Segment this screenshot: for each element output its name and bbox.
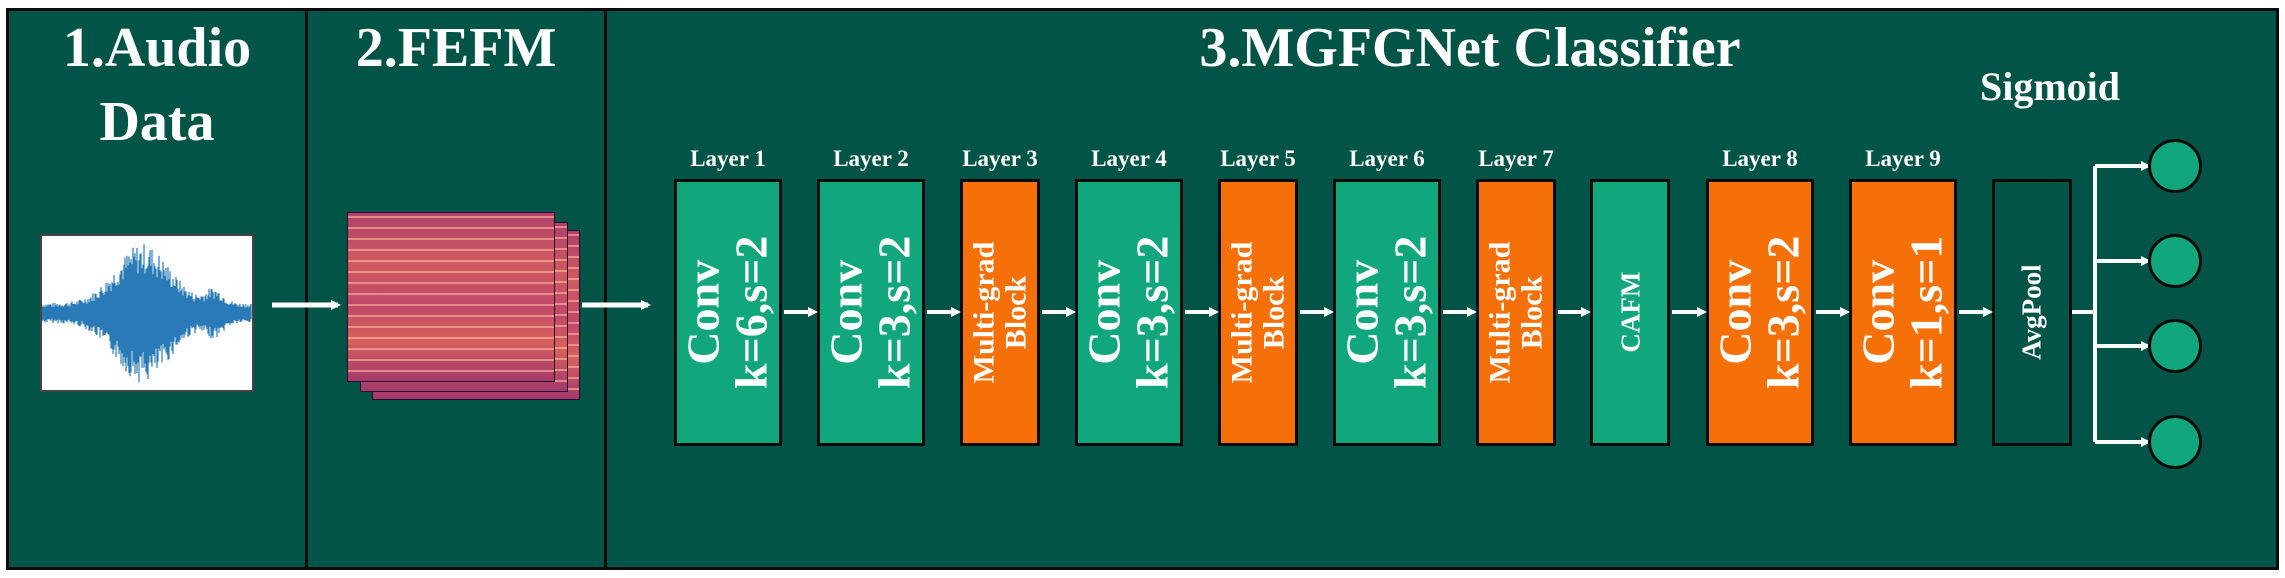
waveform-path (42, 244, 252, 383)
audio-title-line2: Data (99, 91, 215, 153)
classifier-title: 3.MGFGNet Classifier (1199, 17, 1741, 79)
layer-label-2: Layer 2 (833, 146, 909, 171)
audio-waveform-image (40, 234, 254, 392)
fefm-title: 2.FEFM (355, 17, 557, 79)
layer-label-6: Layer 6 (1349, 146, 1425, 171)
layer-label-9: Layer 8 (1722, 146, 1798, 171)
layer-label-1: Layer 1 (690, 146, 766, 171)
layer-label-10: Layer 9 (1865, 146, 1941, 171)
layer-block-11: AvgPool (1992, 179, 2072, 446)
spectrogram-layer-front (347, 212, 555, 382)
output-node-1 (2148, 139, 2202, 193)
output-node-3 (2148, 319, 2202, 373)
output-node-2 (2148, 234, 2202, 288)
layer-block-8: CAFM (1590, 179, 1670, 446)
sigmoid-label: Sigmoid (1979, 64, 2121, 109)
layer-label-5: Layer 5 (1220, 146, 1296, 171)
waveform-graphic (42, 244, 252, 383)
layer-label-3: Layer 3 (962, 146, 1038, 171)
audio-title-line1: 1.Audio (62, 17, 252, 79)
output-node-4 (2148, 415, 2202, 469)
layer-label-4: Layer 4 (1091, 146, 1167, 171)
layer-label-7: Layer 7 (1478, 146, 1554, 171)
